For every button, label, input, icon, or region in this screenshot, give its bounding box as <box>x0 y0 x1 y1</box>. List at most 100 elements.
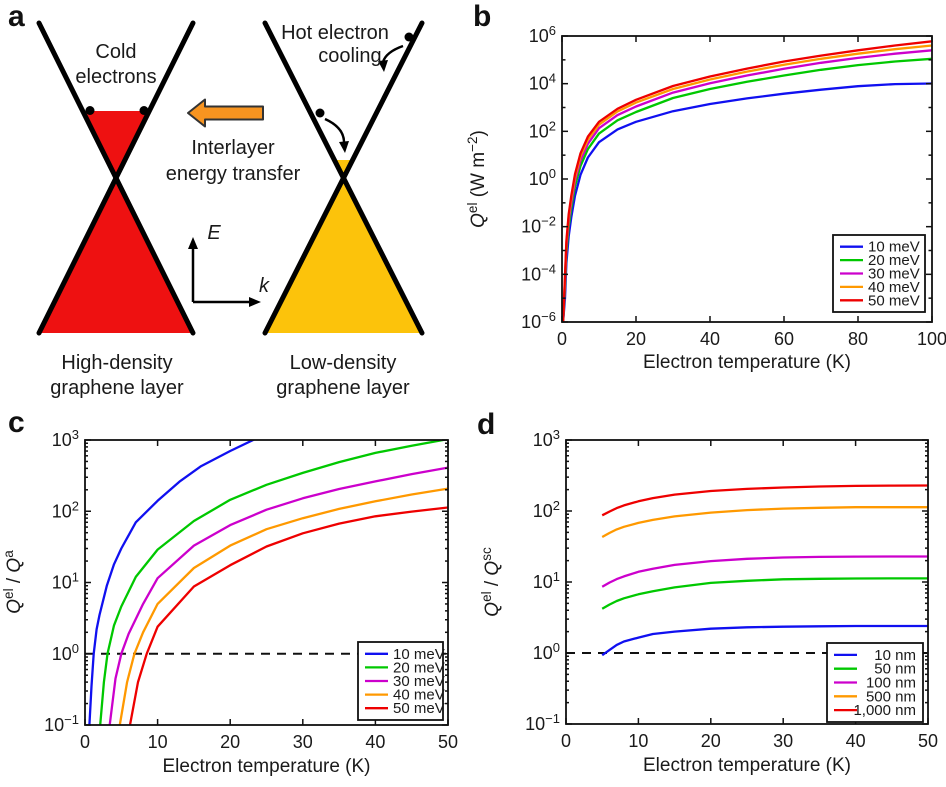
low-density-layer-label: graphene layer <box>276 377 410 399</box>
legend-entry-label: 500 nm <box>866 688 916 705</box>
high-density-fill-upper <box>82 111 150 178</box>
electron-dot <box>139 106 149 115</box>
panel-label-c: c <box>8 406 25 439</box>
y-tick-label: 10−1 <box>525 711 560 734</box>
legend-entry-label: 50 meV <box>868 292 920 309</box>
legend-entry-label: 50 meV <box>393 700 445 717</box>
legend-entry-label: 20 meV <box>393 659 445 676</box>
x-tick-label: 0 <box>561 731 571 751</box>
energy-axis-arrowhead <box>188 237 198 249</box>
series-10-mev <box>88 440 256 725</box>
legend-entry-label: 50 nm <box>874 661 916 678</box>
series-20-mev <box>99 440 448 725</box>
legend-entry-label: 10 nm <box>874 647 916 664</box>
series-50-mev <box>128 506 448 725</box>
legend-entry-label: 20 meV <box>868 252 920 269</box>
series-40-mev <box>118 487 448 725</box>
high-density-layer-label: graphene layer <box>50 377 184 399</box>
x-axis-label: Electron temperature (K) <box>643 352 851 373</box>
cooling-arrow <box>324 117 346 145</box>
y-axis-label: Qel / Qa <box>1 550 25 614</box>
y-tick-label: 106 <box>529 23 556 46</box>
x-tick-label: 30 <box>773 731 793 751</box>
x-tick-label: 100 <box>917 329 946 349</box>
x-tick-label: 40 <box>846 731 866 751</box>
x-tick-label: 40 <box>700 329 720 349</box>
hot-electron-cooling-label: cooling <box>318 45 381 67</box>
x-tick-label: 20 <box>701 731 721 751</box>
transfer-arrow <box>187 98 264 128</box>
x-tick-label: 0 <box>80 732 90 752</box>
legend-entry-label: 40 meV <box>868 279 920 296</box>
y-tick-label: 103 <box>52 427 79 450</box>
y-tick-label: 102 <box>529 118 556 141</box>
panel-label-a: a <box>8 0 25 33</box>
series-50-nm <box>601 577 928 610</box>
x-tick-label: 20 <box>220 732 240 752</box>
cooling-arrow <box>381 44 404 63</box>
y-tick-label: 102 <box>52 498 79 521</box>
x-tick-label: 40 <box>365 732 385 752</box>
legend-entry-label: 100 nm <box>866 675 916 692</box>
legend-entry-label: 10 meV <box>868 239 920 256</box>
x-tick-label: 20 <box>626 329 646 349</box>
x-tick-label: 0 <box>557 329 567 349</box>
y-tick-label: 10−2 <box>521 214 556 237</box>
low-density-fill-lower <box>265 178 422 333</box>
legend-entry-label: 10 meV <box>393 646 445 663</box>
x-axis-label: Electron temperature (K) <box>643 755 851 776</box>
x-tick-label: 80 <box>848 329 868 349</box>
momentum-axis-label: k <box>259 275 270 297</box>
cold-electrons-label: Cold <box>95 41 136 63</box>
panel-a-diagram: Cold electrons Hot electron cooling Inte… <box>36 20 425 399</box>
y-axis-label: Qel / Qsc <box>479 547 503 617</box>
series-100-nm <box>601 555 928 588</box>
right-cone-line-2 <box>262 20 425 336</box>
interlayer-transfer-label: energy transfer <box>166 163 301 185</box>
series-1-000-nm <box>601 484 928 517</box>
energy-axis-label: E <box>207 222 221 244</box>
low-density-layer-label: Low-density <box>290 352 397 374</box>
x-tick-label: 50 <box>438 732 458 752</box>
y-tick-label: 103 <box>533 427 560 450</box>
panel-label-b: b <box>473 0 492 33</box>
y-tick-label: 102 <box>533 498 560 521</box>
y-tick-label: 101 <box>52 570 79 593</box>
x-tick-label: 10 <box>628 731 648 751</box>
legend-entry-label: 30 meV <box>868 266 920 283</box>
y-tick-label: 100 <box>529 166 556 189</box>
high-density-layer-label: High-density <box>61 352 172 374</box>
y-tick-label: 100 <box>533 640 560 663</box>
left-cone-line-2 <box>36 20 196 336</box>
electron-dot <box>315 108 325 118</box>
x-axis-label: Electron temperature (K) <box>162 756 370 777</box>
y-tick-label: 10−1 <box>44 712 79 735</box>
series-500-nm <box>601 506 928 539</box>
cold-electrons-label: electrons <box>75 66 156 88</box>
series-50-mev <box>562 40 932 322</box>
chart-b-svg: 0 20 40 60 80 100 10−6 10−4 10−2 100 102 104 106Elec… <box>465 23 946 373</box>
legend-entry-label: 1,000 nm <box>853 702 916 719</box>
x-tick-label: 30 <box>293 732 313 752</box>
series-30-mev <box>108 466 448 725</box>
y-axis-label: Qel (W m−2) <box>465 130 489 228</box>
momentum-axis-arrowhead <box>249 297 261 307</box>
legend-entry-label: 30 meV <box>393 673 445 690</box>
cooling-arrowhead <box>378 60 388 72</box>
x-tick-label: 50 <box>918 731 938 751</box>
y-tick-label: 10−6 <box>521 309 556 332</box>
y-tick-label: 10−4 <box>521 261 556 284</box>
electron-dot <box>404 32 414 42</box>
x-tick-label: 60 <box>774 329 794 349</box>
y-tick-label: 104 <box>529 71 556 94</box>
panel-label-d: d <box>477 408 496 441</box>
y-tick-label: 100 <box>52 641 79 664</box>
electron-dot <box>85 106 95 115</box>
y-tick-label: 101 <box>533 569 560 592</box>
